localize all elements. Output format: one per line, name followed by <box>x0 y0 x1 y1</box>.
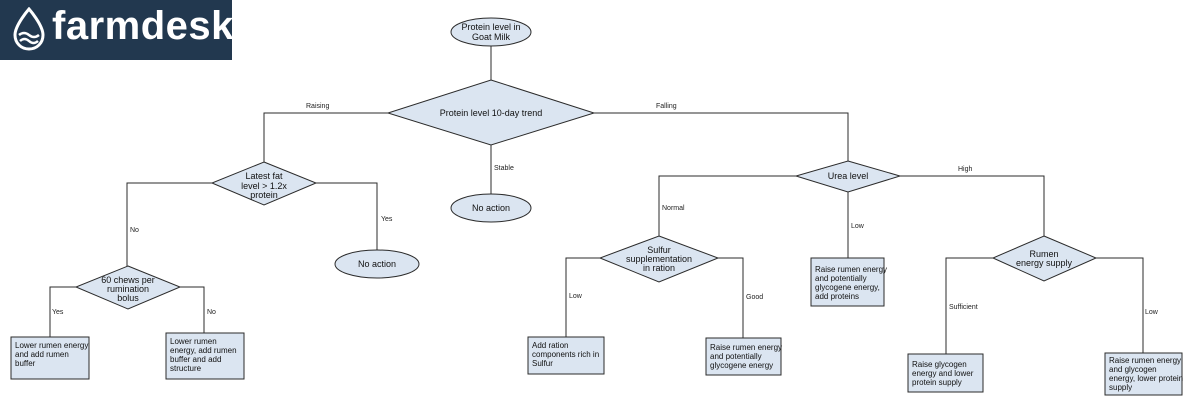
box-raise-rumen-2-line-4: add proteins <box>815 292 859 301</box>
box-add-sulfur: Add ration components rich in Sulfur <box>527 336 605 375</box>
node-no-action-stable-text: No action <box>472 203 510 213</box>
box-lower-rumen-1: Lower rumen energy and add rumen buffer <box>10 336 90 380</box>
box-raise-glycogen-line-3: protein supply <box>912 378 962 387</box>
edge-label-raising: Raising <box>306 103 329 110</box>
box-lower-rumen-2: Lower rumen energy, add rumen buffer and… <box>165 332 245 380</box>
box-raise-rumen-glycogen: Raise rumen energy and glycogen energy, … <box>1104 352 1183 396</box>
box-lower-rumen-1-line-3: buffer <box>15 359 36 368</box>
box-raise-rumen-glycogen-line-4: supply <box>1109 383 1132 392</box>
node-start-line-1: Protein level in <box>461 22 520 32</box>
box-raise-rumen-1: Raise rumen energy and potentially glyco… <box>705 337 782 376</box>
edge-label-urea-low: Low <box>851 223 865 230</box>
node-fat-line-1: Latest fat <box>245 171 283 181</box>
edge-label-stable: Stable <box>494 165 514 172</box>
node-chews-line-2: rumination <box>107 284 149 294</box>
edge-label-urea-high: High <box>958 166 973 173</box>
box-raise-rumen-2-line-1: Raise rumen energy <box>815 265 887 274</box>
box-raise-rumen-1-line-2: and potentially <box>710 352 762 361</box>
box-raise-rumen-glycogen-line-2: and glycogen <box>1109 365 1157 374</box>
box-raise-rumen-1-line-3: glycogene energy <box>710 361 773 370</box>
box-raise-glycogen-line-1: Raise glycogen <box>912 360 967 369</box>
node-start-line-2: Goat Milk <box>472 32 511 42</box>
box-raise-rumen-2-line-3: glycogene energy, <box>815 283 880 292</box>
logo-text: farmdesk <box>52 4 234 48</box>
node-chews-line-3: bolus <box>117 293 139 303</box>
node-no-action-stable: No action <box>450 193 532 223</box>
node-chews-decision: 60 chews per rumination bolus <box>74 265 182 310</box>
box-lower-rumen-2-line-3: buffer and add <box>170 355 221 364</box>
node-no-action-fat-text: No action <box>358 259 396 269</box>
edge-label-fat-yes: Yes <box>381 216 393 223</box>
box-raise-rumen-1-line-1: Raise rumen energy <box>710 343 782 352</box>
edge-label-urea-normal: Normal <box>662 205 685 212</box>
edge-label-sulfur-good: Good <box>746 294 763 301</box>
node-no-action-fat: No action <box>334 249 420 279</box>
node-urea-line-1: Urea level <box>828 171 869 181</box>
box-add-sulfur-line-1: Add ration <box>532 341 568 350</box>
node-start: Protein level in Goat Milk <box>450 17 532 47</box>
node-sulfur-line-1: Sulfur <box>647 245 671 255</box>
box-lower-rumen-2-line-2: energy, add rumen <box>170 346 237 355</box>
node-chews-line-1: 60 chews per <box>101 275 155 285</box>
connectors <box>49 46 1144 354</box>
box-lower-rumen-1-line-2: and add rumen <box>15 350 69 359</box>
edge-label-rumen-low: Low <box>1145 309 1159 316</box>
box-raise-rumen-glycogen-line-3: energy, lower protein <box>1109 374 1183 383</box>
node-sulfur-decision: Sulfur supplementation in ration <box>598 235 720 283</box>
node-fat-line-2: level > 1.2x <box>241 181 287 191</box>
node-fat-line-3: protein <box>250 190 278 200</box>
box-add-sulfur-line-3: Sulfur <box>532 359 553 368</box>
node-trend-line-1: Protein level 10-day trend <box>440 108 543 118</box>
water-drop-icon <box>13 7 45 51</box>
node-trend-decision: Protein level 10-day trend <box>386 79 596 146</box>
box-raise-glycogen-line-2: energy and lower <box>912 369 974 378</box>
edge-label-chews-yes: Yes <box>52 309 64 316</box>
node-rumen-decision: Rumen energy supply <box>991 235 1098 282</box>
edge-label-fat-no: No <box>130 227 139 234</box>
node-rumen-line-1: Rumen <box>1029 249 1058 259</box>
box-lower-rumen-2-line-1: Lower rumen <box>170 337 217 346</box>
node-sulfur-line-3: in ration <box>643 263 675 273</box>
edge-label-chews-no: No <box>207 309 216 316</box>
box-raise-glycogen: Raise glycogen energy and lower protein … <box>907 353 984 393</box>
box-raise-rumen-2: Raise rumen energy and potentially glyco… <box>810 257 887 307</box>
box-lower-rumen-1-line-1: Lower rumen energy <box>15 341 88 350</box>
edge-label-falling: Falling <box>656 103 677 110</box>
edge-label-sulfur-low: Low <box>569 293 583 300</box>
edge-label-rumen-sufficient: Sufficient <box>949 304 978 311</box>
node-urea-decision: Urea level <box>794 160 902 193</box>
node-fat-decision: Latest fat level > 1.2x protein <box>210 161 318 206</box>
box-raise-rumen-glycogen-line-1: Raise rumen energy <box>1109 356 1181 365</box>
farmdesk-logo: farmdesk <box>0 0 234 60</box>
box-add-sulfur-line-2: components rich in <box>532 350 599 359</box>
node-sulfur-line-2: supplementation <box>626 254 692 264</box>
node-rumen-line-2: energy supply <box>1016 258 1073 268</box>
box-lower-rumen-2-line-4: structure <box>170 364 202 373</box>
box-raise-rumen-2-line-2: and potentially <box>815 274 867 283</box>
